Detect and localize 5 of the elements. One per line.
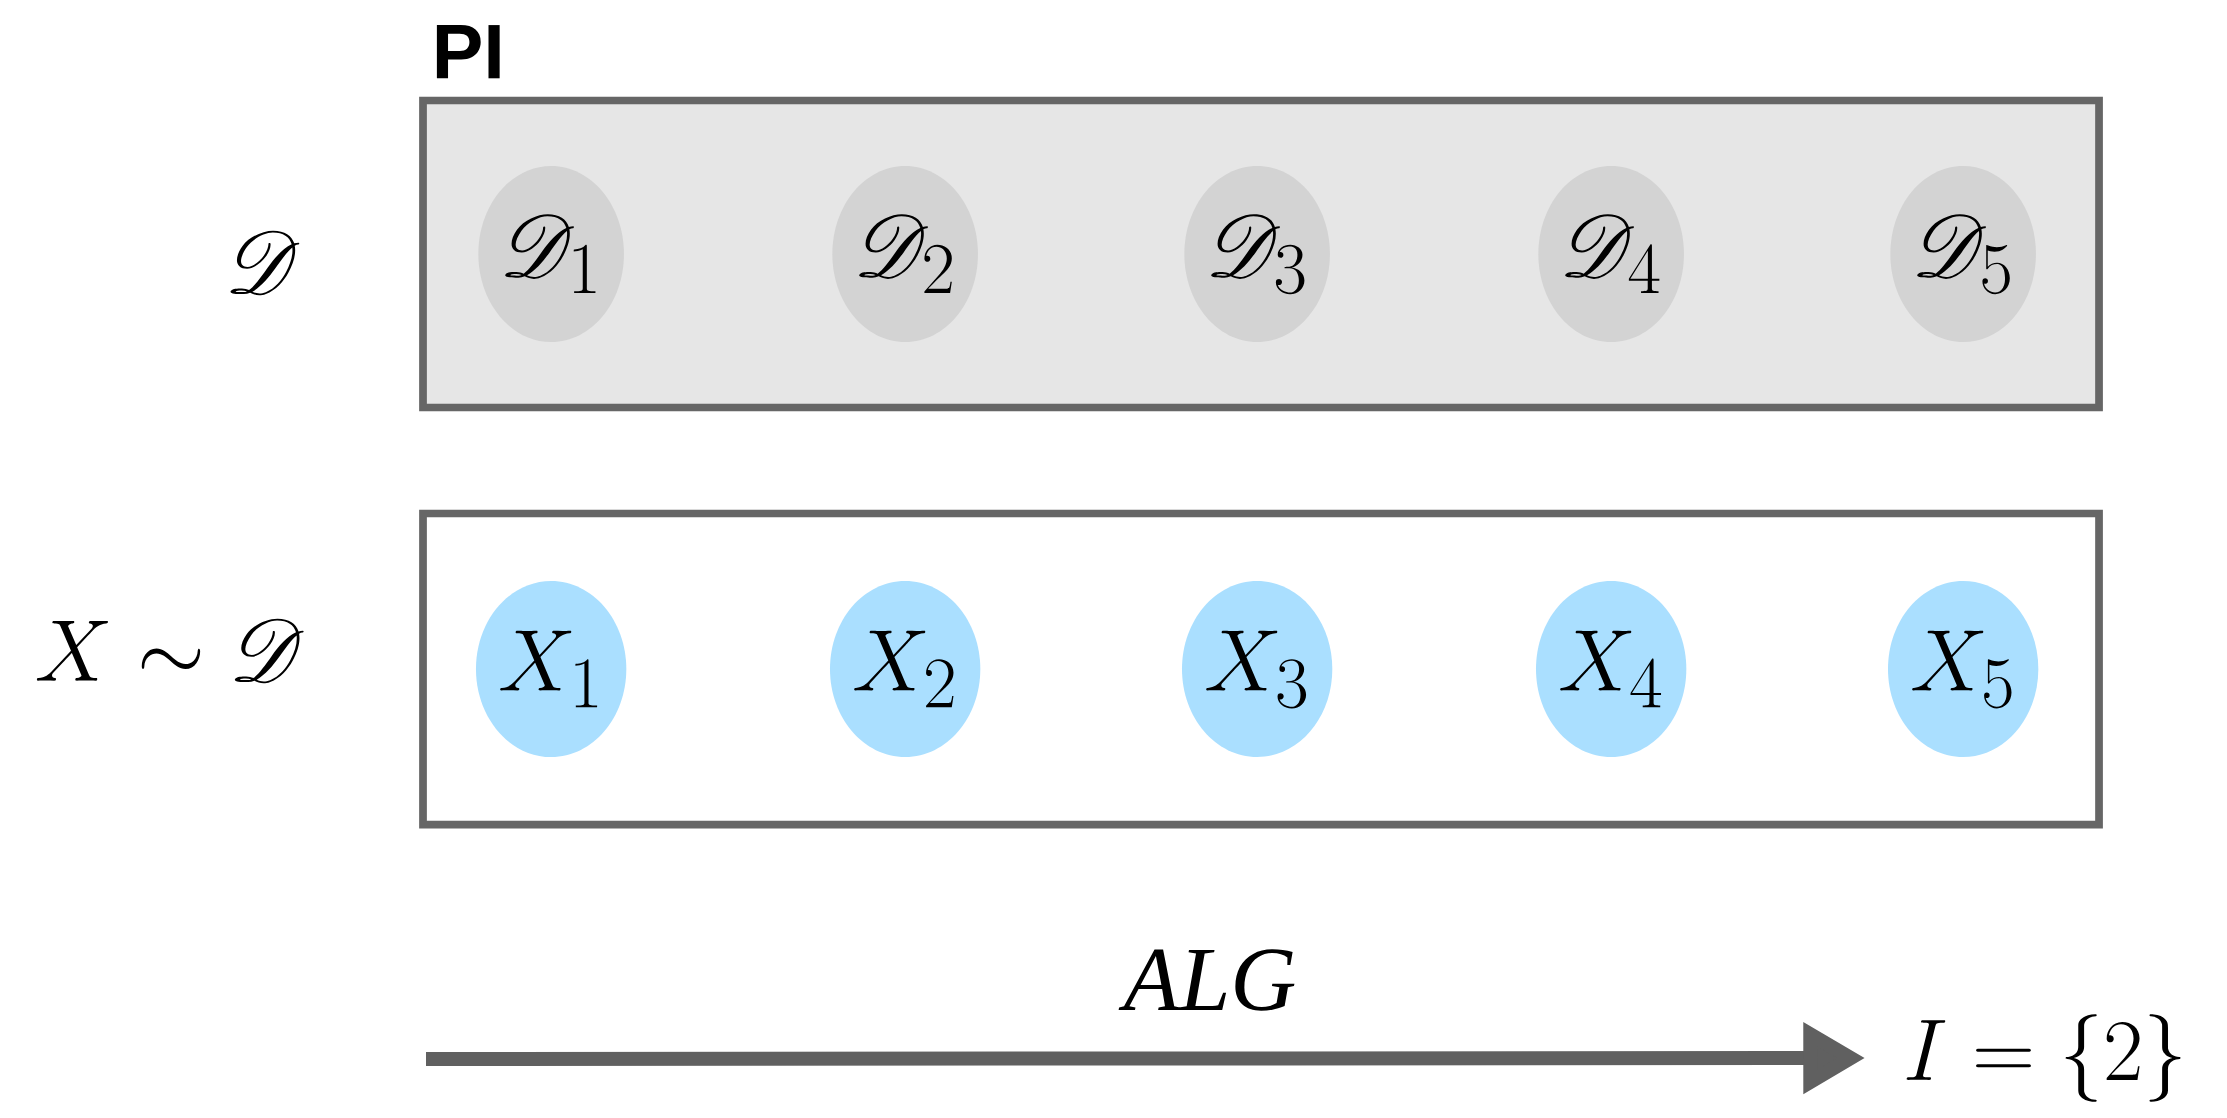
row-label: $\mathscr{D}$ [230, 230, 300, 296]
title: PI [436, 25, 500, 79]
edge-label: ALG [1118, 949, 1295, 1011]
row-label: $X \sim \mathscr{D}$ [36, 618, 304, 684]
result-formula: $I = \{2\}$ [1906, 1014, 2181, 1102]
